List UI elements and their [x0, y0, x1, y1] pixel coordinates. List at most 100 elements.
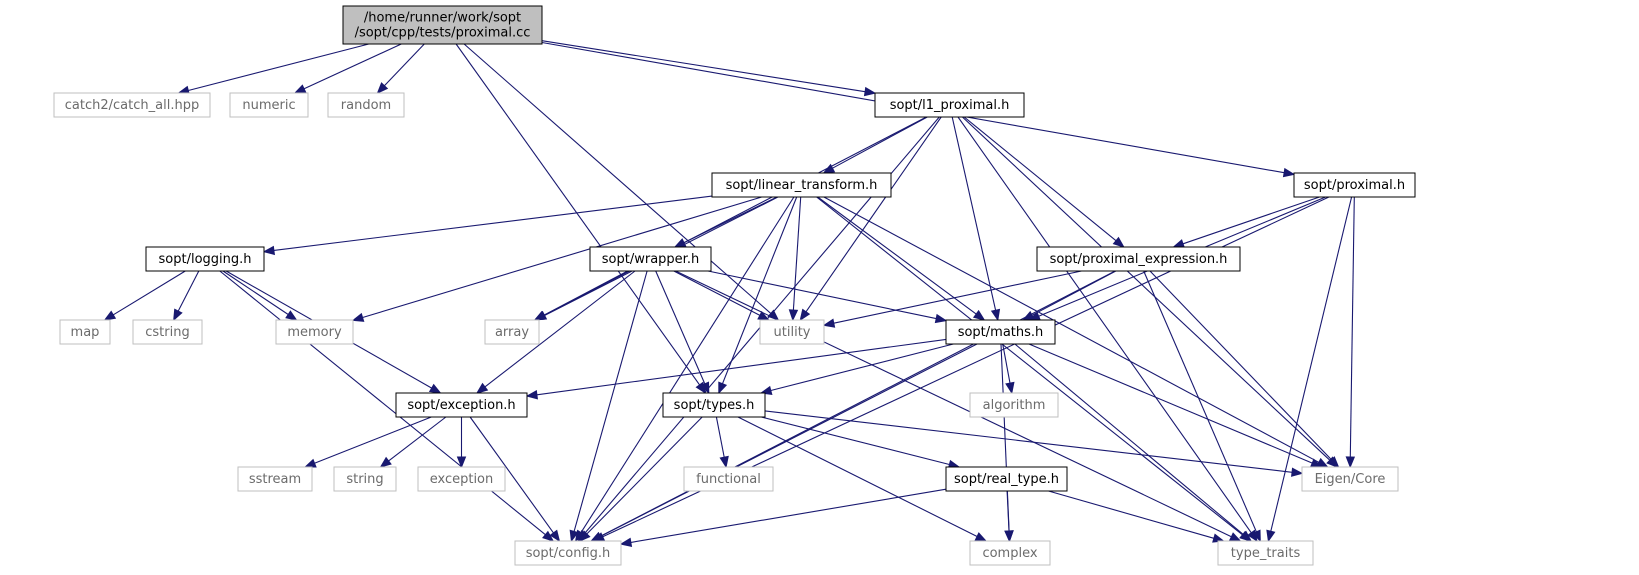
node-label: Eigen/Core — [1315, 472, 1386, 487]
edge-line — [963, 116, 1117, 242]
node-label: sopt/linear_transform.h — [726, 178, 878, 193]
node-root[interactable]: /home/runner/work/sopt/sopt/cpp/tests/pr… — [342, 5, 543, 45]
edge-realtype-to-config — [619, 488, 947, 547]
edge-arrowhead — [1005, 381, 1015, 395]
edge-line — [816, 196, 1243, 536]
edge-l1-to-utility — [799, 116, 942, 322]
edge-line — [600, 343, 978, 537]
edge-arrowhead — [376, 82, 389, 94]
node-pe[interactable]: sopt/proximal_expression.h — [1036, 246, 1241, 272]
edge-arrowhead — [1172, 239, 1186, 249]
edge-arrowhead — [103, 310, 117, 321]
edge-line — [1182, 196, 1320, 245]
edge-l1-to-lt — [822, 116, 928, 174]
node-label: sstream — [249, 472, 301, 487]
edge-arrowhead — [1282, 167, 1296, 178]
edge-lt-to-maths — [817, 196, 986, 321]
edge-arrowhead — [974, 532, 988, 542]
edge-arrowhead — [173, 308, 183, 322]
node-box — [1293, 172, 1416, 198]
edge-arrowhead — [293, 84, 307, 94]
node-label: complex — [982, 546, 1037, 561]
edge-maths-to-eigen — [1028, 343, 1323, 468]
edge-logging-to-cstring — [173, 270, 200, 322]
edge-arrowhead — [379, 456, 392, 468]
node-label: sopt/logging.h — [159, 252, 252, 267]
edge-pe-to-tt — [1143, 270, 1261, 543]
edge-l1-to-pe — [963, 116, 1125, 248]
edge-root-to-catch — [177, 43, 369, 95]
node-box — [229, 92, 309, 118]
edge-line — [805, 116, 942, 313]
edge-line — [707, 270, 937, 320]
edge-arrowhead — [1291, 467, 1304, 477]
edge-arrowhead — [1228, 532, 1242, 542]
node-realtype[interactable]: sopt/real_type.h — [945, 466, 1068, 492]
edge-root-to-l1 — [541, 40, 877, 97]
edge-maths-to-algorithm — [1002, 343, 1015, 395]
edge-line — [721, 196, 798, 384]
edge-maths-to-tt — [1014, 343, 1253, 542]
edge-line — [541, 40, 866, 93]
node-string: string — [333, 466, 397, 492]
node-prox[interactable]: sopt/proximal.h — [1293, 172, 1416, 198]
edge-root-to-numeric — [293, 43, 402, 94]
edge-arrowhead — [863, 86, 877, 97]
node-types[interactable]: sopt/types.h — [662, 392, 766, 418]
edge-arrowhead — [972, 309, 986, 321]
edge-line — [188, 43, 369, 92]
edge-line — [543, 116, 927, 316]
node-logging[interactable]: sopt/logging.h — [145, 246, 265, 272]
node-exception[interactable]: sopt/exception.h — [395, 392, 528, 418]
edge-arrowhead — [1251, 529, 1261, 543]
edge-arrowhead — [673, 238, 687, 248]
edge-line — [764, 410, 1293, 473]
node-array: array — [484, 319, 540, 345]
edge-arrowhead — [759, 385, 773, 395]
edge-arrowhead — [303, 458, 317, 468]
node-memory: memory — [275, 319, 354, 345]
node-label: cstring — [145, 325, 189, 340]
edge-line — [273, 195, 713, 251]
edge-exception-to-string — [379, 416, 447, 468]
node-label: sopt/proximal.h — [1304, 178, 1405, 193]
edge-types-to-eigen — [764, 410, 1304, 477]
edge-line — [737, 416, 978, 537]
node-lt[interactable]: sopt/linear_transform.h — [711, 172, 892, 198]
edge-arrowhead — [1327, 456, 1340, 468]
node-box — [945, 466, 1068, 492]
node-label: sopt/wrapper.h — [602, 252, 699, 267]
edge-arrowhead — [542, 530, 555, 542]
edge-types-to-complex — [737, 416, 988, 542]
edge-arrowhead — [1004, 530, 1014, 543]
edge-line — [469, 416, 554, 534]
edge-arrowhead — [1266, 529, 1276, 543]
node-box — [53, 92, 211, 118]
node-box — [342, 5, 543, 45]
node-box — [145, 246, 265, 272]
edge-line — [303, 43, 402, 90]
edge-line — [1048, 490, 1215, 539]
edge-maths-to-exception — [525, 338, 947, 400]
edge-arrowhead — [719, 455, 729, 469]
edge-line — [817, 196, 977, 315]
edge-line — [388, 416, 447, 462]
edge-logging-to-map — [103, 270, 186, 321]
node-maths[interactable]: sopt/maths.h — [945, 319, 1056, 345]
node-label: array — [495, 325, 529, 340]
edge-exception-to-config — [469, 416, 561, 543]
edge-line — [536, 338, 947, 396]
edge-line — [1143, 270, 1257, 533]
node-label: sopt/proximal_expression.h — [1050, 252, 1228, 267]
edge-line — [384, 43, 425, 87]
node-functional: functional — [683, 466, 774, 492]
edge-lt-to-logging — [262, 195, 713, 256]
node-box — [683, 466, 774, 492]
edge-pe-to-eigen — [1149, 270, 1340, 468]
node-l1[interactable]: sopt/l1_proximal.h — [874, 92, 1025, 118]
edge-line — [1349, 196, 1355, 458]
node-label: algorithm — [983, 398, 1046, 413]
node-wrapper[interactable]: sopt/wrapper.h — [589, 246, 712, 272]
node-random: random — [327, 92, 405, 118]
edge-lt-to-utility — [788, 196, 802, 322]
